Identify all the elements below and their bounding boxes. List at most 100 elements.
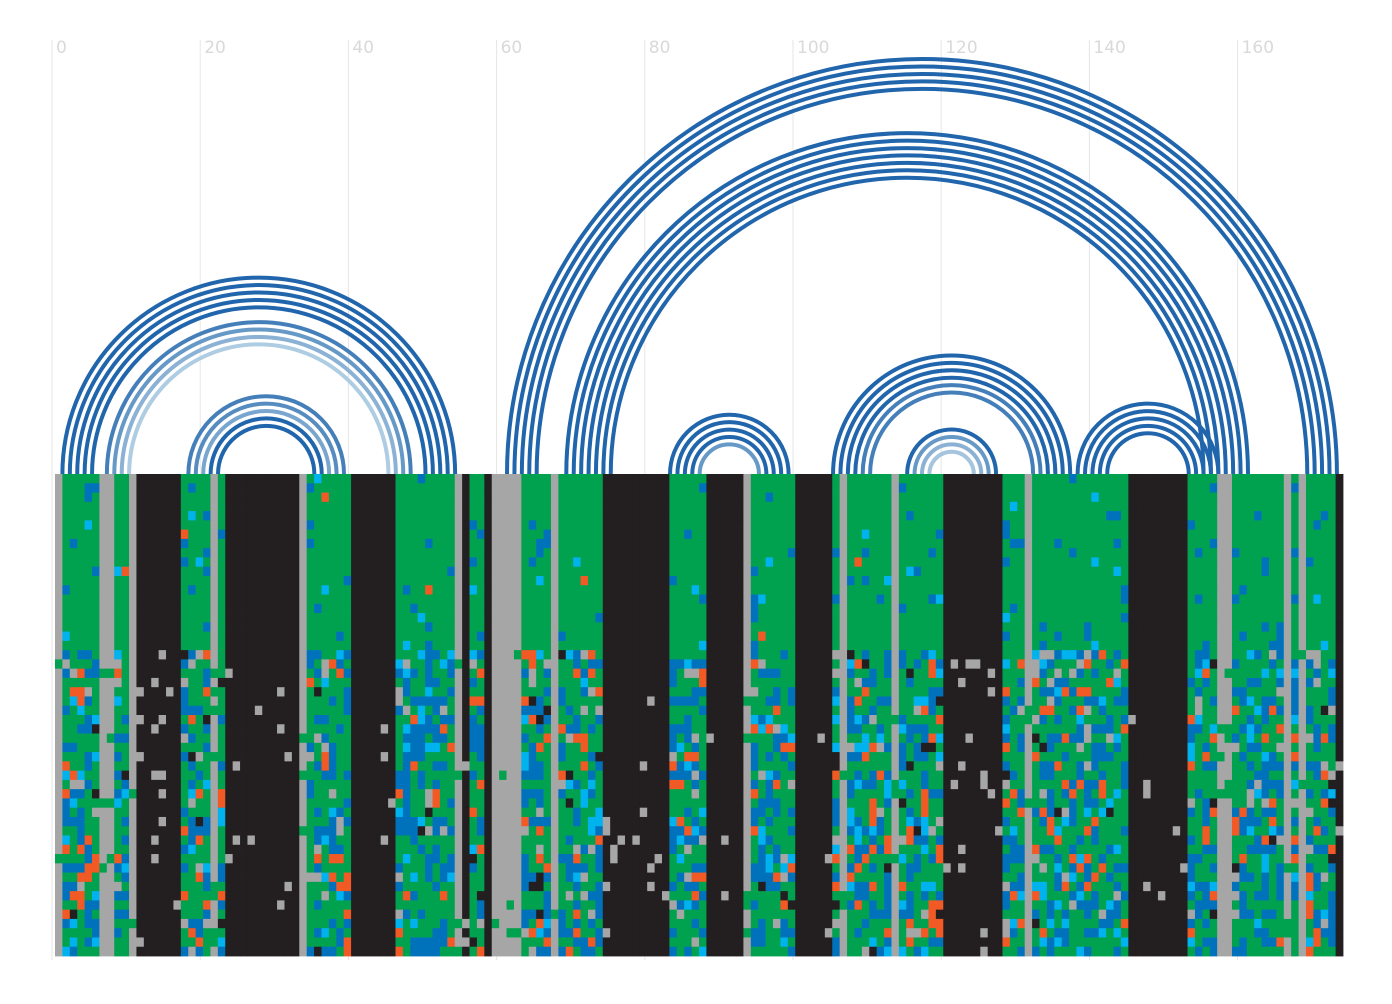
heatmap-cell xyxy=(1077,632,1085,642)
heatmap-cell xyxy=(262,706,270,716)
heatmap-cell xyxy=(388,687,396,697)
heatmap-cell xyxy=(92,669,100,679)
heatmap-cell xyxy=(1062,530,1070,540)
heatmap-cell xyxy=(943,548,951,558)
heatmap-cell xyxy=(499,567,507,577)
heatmap-cell xyxy=(980,567,988,577)
heatmap-cell xyxy=(1121,622,1129,632)
heatmap-cell xyxy=(825,585,833,595)
heatmap-cell xyxy=(854,641,862,651)
heatmap-cell xyxy=(1040,530,1048,540)
heatmap-cell xyxy=(884,696,892,706)
heatmap-cell xyxy=(1136,715,1144,725)
heatmap-cell xyxy=(373,604,381,614)
heatmap-cell xyxy=(1306,706,1314,716)
heatmap-cell xyxy=(255,632,263,642)
heatmap-cell xyxy=(455,650,463,660)
heatmap-cell xyxy=(899,567,907,577)
heatmap-cell xyxy=(366,557,374,567)
heatmap-cell xyxy=(906,511,914,521)
heatmap-cell xyxy=(743,706,751,716)
heatmap-cell xyxy=(1262,474,1270,484)
heatmap-cell xyxy=(514,641,522,651)
heatmap-cell xyxy=(55,641,63,651)
heatmap-cell xyxy=(780,659,788,669)
heatmap-cell xyxy=(1158,548,1166,558)
heatmap-cell xyxy=(1202,687,1210,697)
heatmap-cell xyxy=(1099,557,1107,567)
heatmap-cell xyxy=(891,659,899,669)
heatmap-cell xyxy=(788,650,796,660)
heatmap-cell xyxy=(536,706,544,716)
heatmap-cell xyxy=(684,585,692,595)
heatmap-cell xyxy=(240,659,248,669)
heatmap-cell xyxy=(351,557,359,567)
heatmap-cell xyxy=(159,585,167,595)
heatmap-cell xyxy=(381,530,389,540)
heatmap-cell xyxy=(1247,474,1255,484)
heatmap-cell xyxy=(899,493,907,503)
heatmap-cell xyxy=(684,548,692,558)
heatmap-cell xyxy=(877,520,885,530)
heatmap-cell xyxy=(240,474,248,484)
heatmap-cell xyxy=(492,576,500,586)
heatmap-cell xyxy=(1002,502,1010,512)
heatmap-cell xyxy=(129,520,137,530)
heatmap-cell xyxy=(470,511,478,521)
heatmap-cell xyxy=(840,604,848,614)
heatmap-cell xyxy=(1165,632,1173,642)
heatmap-cell xyxy=(610,474,618,484)
heatmap-cell xyxy=(758,715,766,725)
heatmap-cell xyxy=(188,576,196,586)
heatmap-cell xyxy=(77,576,85,586)
heatmap-cell xyxy=(99,724,107,734)
heatmap-cell xyxy=(1328,511,1336,521)
heatmap-cell xyxy=(240,622,248,632)
heatmap-cell xyxy=(995,502,1003,512)
heatmap-cell xyxy=(899,687,907,697)
heatmap-cell xyxy=(1077,696,1085,706)
heatmap-cell xyxy=(788,548,796,558)
heatmap-cell xyxy=(936,650,944,660)
heatmap-cell xyxy=(921,678,929,688)
heatmap-cell xyxy=(114,678,122,688)
heatmap-cell xyxy=(928,696,936,706)
heatmap-cell xyxy=(662,641,670,651)
heatmap-cell xyxy=(1040,706,1048,716)
heatmap-cell xyxy=(447,678,455,688)
heatmap-cell xyxy=(1010,715,1018,725)
heatmap-cell xyxy=(758,595,766,605)
heatmap-cell xyxy=(869,511,877,521)
heatmap-cell xyxy=(1254,595,1262,605)
heatmap-cell xyxy=(1106,595,1114,605)
heatmap-cell xyxy=(773,502,781,512)
heatmap-cell xyxy=(1091,520,1099,530)
heatmap-cell xyxy=(1232,548,1240,558)
heatmap-cell xyxy=(943,483,951,493)
heatmap-cell xyxy=(1210,724,1218,734)
heatmap-cell xyxy=(803,567,811,577)
heatmap-cell xyxy=(1188,659,1196,669)
heatmap-cell xyxy=(351,622,359,632)
heatmap-cell xyxy=(951,687,959,697)
heatmap-cell xyxy=(862,669,870,679)
heatmap-cell xyxy=(85,585,93,595)
heatmap-cell xyxy=(610,502,618,512)
heatmap-cell xyxy=(307,696,315,706)
heatmap-cell xyxy=(847,632,855,642)
heatmap-cell xyxy=(1247,511,1255,521)
heatmap-cell xyxy=(418,474,426,484)
heatmap-cell xyxy=(921,622,929,632)
heatmap-cell xyxy=(492,669,500,679)
heatmap-cell xyxy=(470,696,478,706)
heatmap-cell xyxy=(299,576,307,586)
heatmap-cell xyxy=(1247,622,1255,632)
heatmap-cell xyxy=(588,650,596,660)
heatmap-cell xyxy=(906,604,914,614)
heatmap-cell xyxy=(1291,632,1299,642)
heatmap-cell xyxy=(233,576,241,586)
heatmap-cell xyxy=(640,659,648,669)
heatmap-cell xyxy=(136,715,144,725)
heatmap-cell xyxy=(1188,520,1196,530)
heatmap-cell xyxy=(877,474,885,484)
